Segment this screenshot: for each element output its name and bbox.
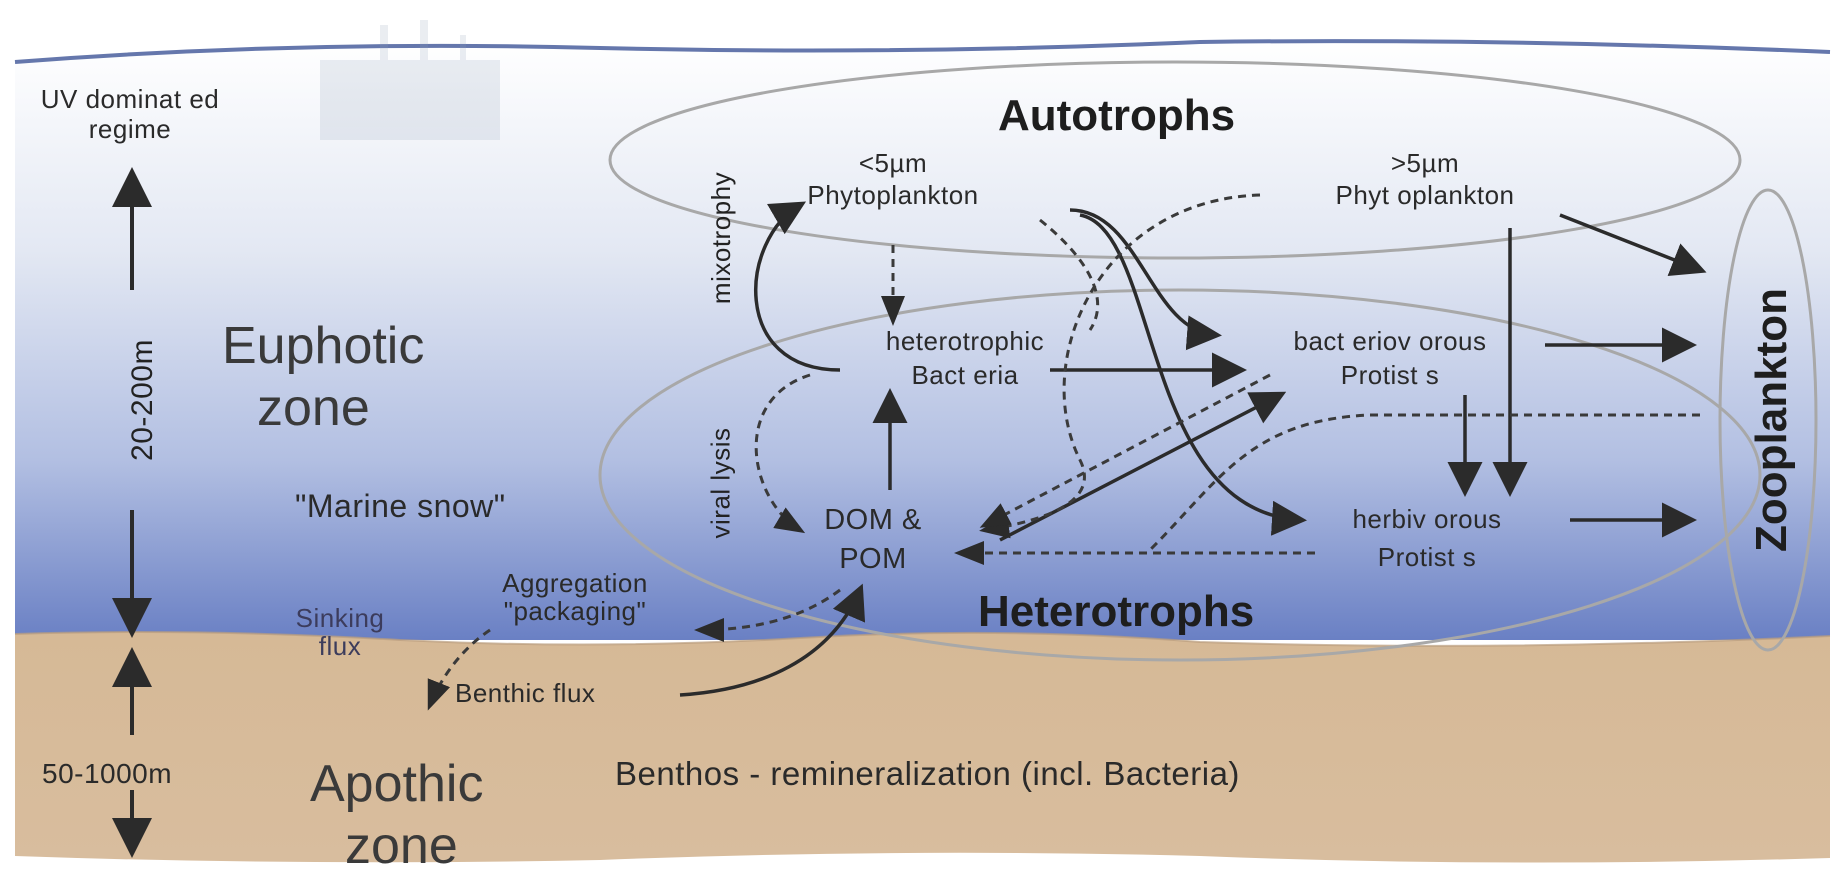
large-phytoplankton-label: >5µm Phyt oplankton <box>1335 150 1514 208</box>
euphotic-depth-label: 20-200m <box>128 339 158 461</box>
autotrophs-heading: Autotrophs <box>998 94 1235 138</box>
heterotrophic-bacteria-label: heterotrophic Bact eria <box>886 328 1044 388</box>
small-phytoplankton-label: <5µm Phytoplankton <box>807 150 978 208</box>
benthos-label: Benthos - remineralization (incl. Bacter… <box>615 757 1240 790</box>
bacteriovorous-protists-label: bact eriov orous Protist s <box>1294 328 1487 388</box>
aggregation-label: Aggregation "packaging" <box>502 570 648 624</box>
zooplankton-heading: Zooplankton <box>1750 288 1794 552</box>
ship-silhouette <box>320 20 500 140</box>
sinking-flux-label: Sinking flux <box>296 605 385 659</box>
viral-lysis-label: viral lysis <box>707 428 733 539</box>
heterotrophs-heading: Heterotrophs <box>978 590 1254 634</box>
mixotrophy-label: mixotrophy <box>708 172 734 304</box>
apothic-depth-label: 50-1000m <box>42 760 172 788</box>
euphotic-zone-label: Euphotic zone <box>222 320 424 434</box>
marine-snow-label: "Marine snow" <box>295 490 506 522</box>
herbivorous-protists-label: herbiv orous Protist s <box>1352 506 1501 570</box>
sediment-layer <box>15 632 1830 863</box>
benthic-flux-label: Benthic flux <box>455 680 595 706</box>
uv-regime-label: UV dominat ed regime <box>41 86 219 142</box>
dom-pom-label: DOM & POM <box>824 506 922 574</box>
apothic-zone-label: Apothic zone <box>310 758 483 872</box>
